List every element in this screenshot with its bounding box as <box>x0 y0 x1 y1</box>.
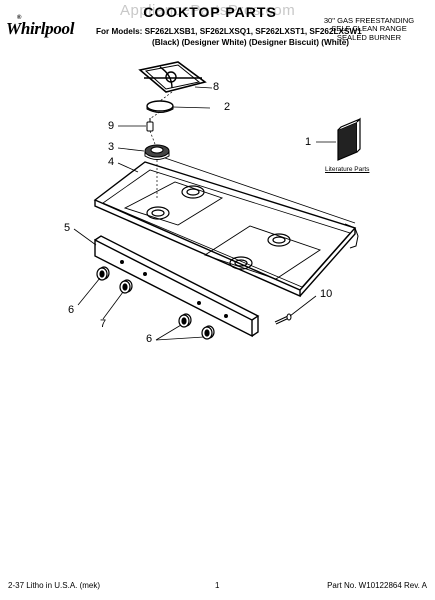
watermark-text: AppliancePartsPros.com <box>120 2 296 19</box>
callout-6b: 6 <box>146 333 153 345</box>
variants-line: (Black) (Designer White) (Designer Biscu… <box>152 38 349 47</box>
burner-wells <box>123 181 322 280</box>
whirlpool-logo: Whirlpool <box>6 19 75 38</box>
description-line-3: SEALED BURNER <box>336 32 402 42</box>
footer-page-number: 1 <box>215 581 220 590</box>
control-knobs <box>96 266 215 340</box>
burner-grate <box>138 61 207 93</box>
spark-igniter <box>146 118 154 132</box>
knob-2 <box>119 279 133 294</box>
footer-litho: 2-37 Litho in U.S.A. (mek) <box>8 581 101 590</box>
literature-booklet <box>337 117 361 161</box>
literature-parts-label: Literature Parts <box>325 166 370 173</box>
callout-8: 8 <box>213 81 220 93</box>
callout-9: 9 <box>108 120 115 132</box>
callout-4: 4 <box>108 156 115 168</box>
callout-7: 7 <box>100 318 107 330</box>
sealed-burners <box>146 185 291 270</box>
cooktop-panel <box>93 157 359 298</box>
burner-base <box>144 144 170 160</box>
leader-lines <box>73 86 336 341</box>
knob-1 <box>96 266 110 281</box>
callout-6a: 6 <box>68 304 75 316</box>
screw <box>274 313 292 325</box>
description-line-2: SELF CLEAN RANGE <box>331 24 407 34</box>
knob-4 <box>201 325 215 340</box>
footer-part-number: Part No. W10122864 Rev. A <box>327 581 427 590</box>
callout-10: 10 <box>320 288 333 300</box>
burner-cap <box>146 100 174 113</box>
models-line: For Models: SF262LXSB1, SF262LXSQ1, SF26… <box>96 27 362 36</box>
page-title: COOKTOP PARTS <box>143 4 277 20</box>
description-line-1: 30" GAS FREESTANDING <box>323 16 415 25</box>
product-description: 30" GAS FREESTANDING SELF CLEAN RANGE SE… <box>314 16 424 42</box>
callout-1: 1 <box>305 136 312 148</box>
manifold-panel <box>94 235 260 338</box>
callout-3: 3 <box>108 141 115 153</box>
trademark-symbol: ® <box>17 15 22 21</box>
callout-2: 2 <box>224 101 231 113</box>
knob-3 <box>178 313 192 328</box>
callout-5: 5 <box>64 222 71 234</box>
